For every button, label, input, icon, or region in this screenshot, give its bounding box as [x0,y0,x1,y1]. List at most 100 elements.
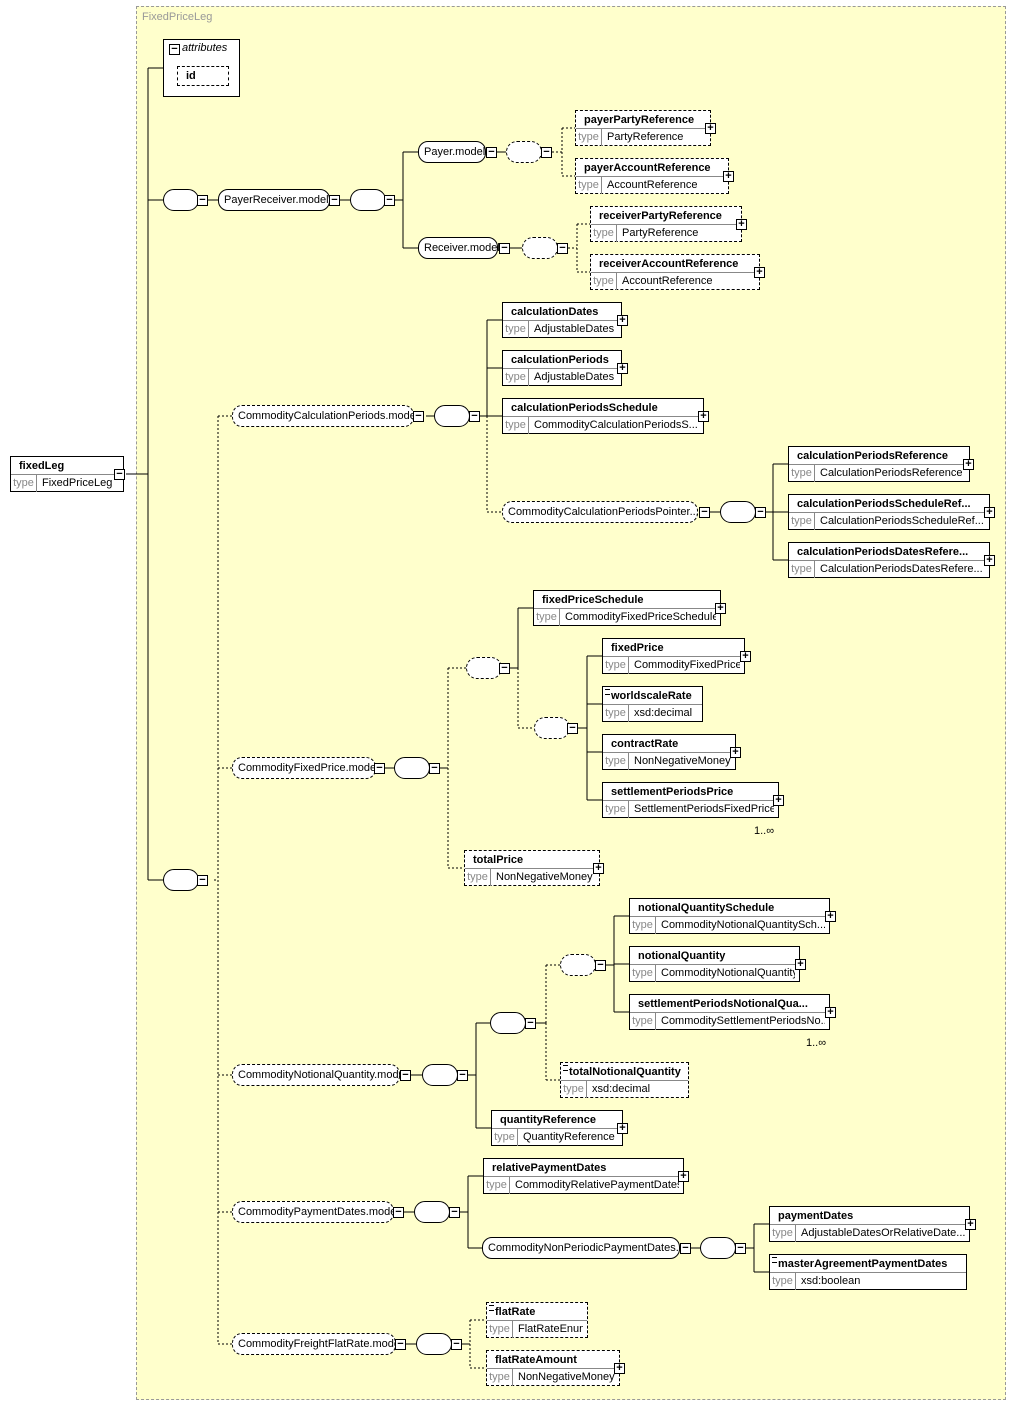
collapse-toggle[interactable]: − [449,1207,460,1218]
collapse-toggle[interactable]: − [197,875,208,886]
collapse-toggle[interactable]: − [595,960,606,971]
element-name: notionalQuantitySchedule [638,902,775,914]
group-payer-receiver-model[interactable]: PayerReceiver.model [218,189,330,211]
group-commodity-calculation-periods-model[interactable]: CommodityCalculationPeriods.model [232,405,418,427]
collapse-toggle[interactable]: − [169,44,180,55]
element-type: AdjustableDates [534,371,615,383]
collapse-toggle[interactable]: − [457,1070,468,1081]
expand-toggle[interactable]: + [963,459,974,470]
expand-toggle[interactable]: + [795,959,806,970]
collapse-toggle[interactable]: − [499,243,510,254]
group-commodity-payment-dates-model[interactable]: CommodityPaymentDates.model [232,1201,399,1223]
expand-toggle[interactable]: + [614,1363,625,1374]
expand-toggle[interactable]: + [984,555,995,566]
group-receiver-model[interactable]: Receiver.model [418,237,500,259]
collapse-toggle[interactable]: − [329,195,340,206]
collapse-toggle[interactable]: − [499,663,510,674]
expand-toggle[interactable]: + [754,267,765,278]
type-keyword: type [576,129,602,146]
collapse-toggle[interactable]: − [413,411,424,422]
element-type: NonNegativeMoney [634,755,731,767]
collapse-toggle[interactable]: − [429,763,440,774]
collapse-toggle[interactable]: − [680,1243,691,1254]
expand-toggle[interactable]: + [736,219,747,230]
expand-toggle[interactable]: + [984,507,995,518]
collapse-toggle[interactable]: − [557,243,568,254]
expand-toggle[interactable]: + [715,603,726,614]
expand-toggle[interactable]: + [730,747,741,758]
collapse-toggle[interactable]: − [114,469,125,480]
element-name: receiverAccountReference [599,258,739,270]
attribute-id[interactable]: id [177,66,229,86]
collapse-toggle[interactable]: − [541,147,552,158]
sequence-compositor [522,237,558,259]
expand-toggle[interactable]: + [825,911,836,922]
expand-toggle[interactable]: + [617,363,628,374]
expand-toggle[interactable]: + [773,795,784,806]
collapse-toggle[interactable]: − [525,1018,536,1029]
expand-toggle[interactable]: + [740,651,751,662]
collapse-toggle[interactable]: − [197,195,208,206]
choice-compositor [422,1064,458,1086]
group-commodity-non-periodic-payment-dates[interactable]: CommodityNonPeriodicPaymentDates.... [482,1237,688,1259]
collapse-toggle[interactable]: − [395,1339,406,1350]
collapse-toggle[interactable]: − [755,507,766,518]
type-keyword: type [534,609,560,626]
expand-toggle[interactable]: + [825,1007,836,1018]
group-commodity-fixed-price-model[interactable]: CommodityFixedPrice.model [232,757,379,779]
collapse-toggle[interactable]: − [384,195,395,206]
expand-toggle[interactable]: + [617,1123,628,1134]
expand-toggle[interactable]: + [965,1219,976,1230]
collapse-toggle[interactable]: − [469,411,480,422]
collapse-toggle[interactable]: − [735,1243,746,1254]
collapse-toggle[interactable]: − [400,1070,411,1081]
collapse-toggle[interactable]: − [699,507,710,518]
collapse-toggle[interactable]: − [567,723,578,734]
expand-toggle[interactable]: + [678,1171,689,1182]
collapse-toggle[interactable]: − [374,763,385,774]
group-commodity-freight-flat-rate-model[interactable]: CommodityFreightFlatRate.model [232,1333,402,1355]
element-type: CommoditySettlementPeriodsNo... [661,1015,825,1027]
expand-toggle[interactable]: + [617,315,628,326]
collapse-toggle[interactable]: − [486,147,497,158]
group-payer-model[interactable]: Payer.model [418,141,486,163]
expand-toggle[interactable]: + [593,863,604,874]
expand-toggle[interactable]: + [698,411,709,422]
expand-toggle[interactable]: + [723,171,734,182]
group-commodity-notional-quantity-model[interactable]: CommodityNotionalQuantity.model [232,1064,407,1086]
type-keyword: type [770,1273,796,1290]
collapse-toggle[interactable]: − [393,1207,404,1218]
group-commodity-calculation-periods-pointer[interactable]: CommodityCalculationPeriodsPointer.... [502,501,702,523]
expand-toggle[interactable]: + [705,123,716,134]
element-name: settlementPeriodsPrice [611,786,734,798]
collapse-toggle[interactable]: − [451,1339,462,1350]
sequence-compositor [394,757,430,779]
